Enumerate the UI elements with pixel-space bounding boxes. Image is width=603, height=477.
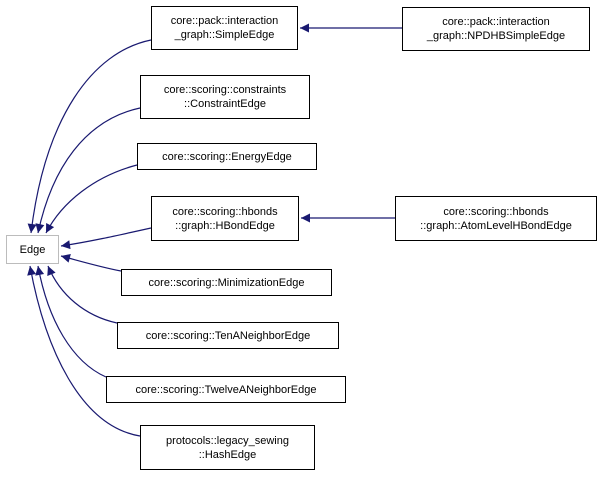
node-constraint-edge[interactable]: core::scoring::constraints ::ConstraintE… [140,75,310,119]
node-atom-level-hbond-edge[interactable]: core::scoring::hbonds ::graph::AtomLevel… [395,196,597,241]
node-hbond-edge[interactable]: core::scoring::hbonds ::graph::HBondEdge [151,196,299,241]
node-minimization-edge[interactable]: core::scoring::MinimizationEdge [121,269,332,296]
node-constraint-edge-line1: core::scoring::constraints [163,84,287,96]
node-edge: Edge [6,235,59,264]
node-simple-edge-line1: core::pack::interaction [170,15,279,27]
arrow-energy-edge-to-edge [45,164,138,234]
node-twelve-a-neighbor-edge-label: core::scoring::TwelveANeighborEdge [135,383,317,396]
node-constraint-edge-line2: ::ConstraintEdge [184,98,266,110]
node-npdhb-simple-edge[interactable]: core::pack::interaction _graph::NPDHBSim… [402,7,590,51]
arrow-constraint-edge-to-edge [35,107,141,234]
node-atom-level-hbond-edge-line2: ::graph::AtomLevelHBondEdge [420,219,572,232]
node-minimization-edge-label: core::scoring::MinimizationEdge [148,276,305,289]
arrow-simple-edge-to-edge [27,39,152,234]
node-energy-edge[interactable]: core::scoring::EnergyEdge [137,143,317,170]
node-atom-level-hbond-edge-line1: core::scoring::hbonds [443,205,549,218]
node-energy-edge-label: core::scoring::EnergyEdge [162,150,292,163]
node-ten-a-neighbor-edge-label: core::scoring::TenANeighborEdge [145,329,311,342]
node-npdhb-simple-edge-line2: _graph::NPDHBSimpleEdge [426,30,566,42]
arrow-ten-a-neighbor-edge-to-edge [47,265,118,324]
node-npdhb-simple-edge-line1: core::pack::interaction [442,16,550,28]
node-ten-a-neighbor-edge[interactable]: core::scoring::TenANeighborEdge [117,322,339,349]
node-twelve-a-neighbor-edge[interactable]: core::scoring::TwelveANeighborEdge [106,376,346,403]
arrow-minimization-edge-to-edge [60,253,122,272]
node-hash-edge[interactable]: protocols::legacy_sewing ::HashEdge [140,425,315,470]
node-hbond-edge-line2: ::graph::HBondEdge [175,219,275,232]
node-hash-edge-line2: ::HashEdge [198,448,257,461]
node-hash-edge-line1: protocols::legacy_sewing [166,434,289,447]
arrow-twelve-a-neighbor-edge-to-edge [35,265,107,378]
node-hbond-edge-line1: core::scoring::hbonds [172,205,278,218]
node-simple-edge-line2: _graph::SimpleEdge [174,29,275,41]
node-simple-edge[interactable]: core::pack::interaction _graph::SimpleEd… [151,6,298,50]
arrow-hbond-edge-to-edge [60,227,152,250]
arrow-hash-edge-to-edge [27,265,141,437]
node-edge-label: Edge [19,243,46,256]
